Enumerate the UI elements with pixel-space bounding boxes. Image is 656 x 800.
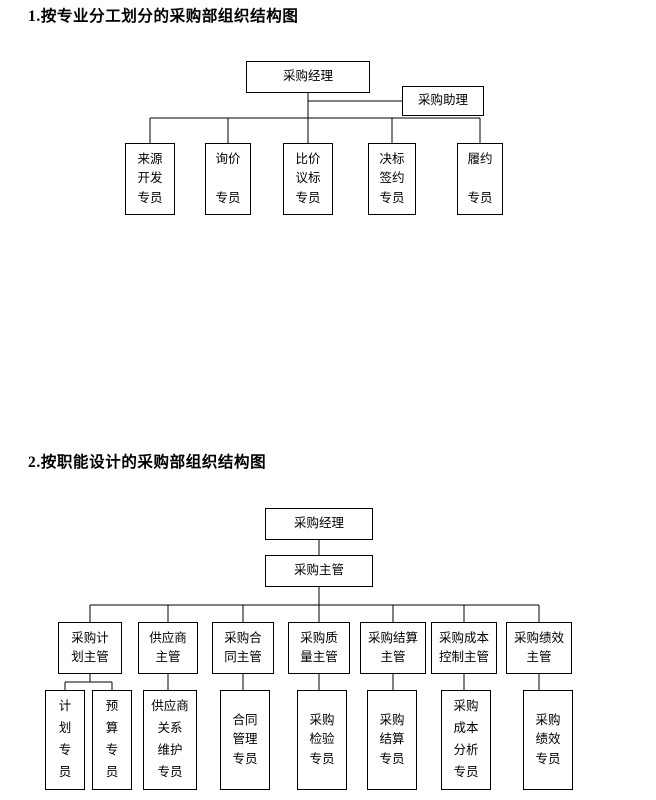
org-node-label-line: 采购成本 (438, 630, 489, 645)
org-node-c2-n6[interactable]: 采购质量主管 (288, 622, 350, 674)
org-node-label-line: 成本 (453, 721, 479, 736)
org-node-label-line: 专员 (379, 190, 405, 205)
org-node-c2-n3[interactable]: 采购计划主管 (58, 622, 122, 674)
org-node-label-line: 采购 (309, 712, 335, 727)
org-node-label-line: 采购绩效 (513, 630, 564, 645)
org-node-label-line: 结算 (379, 732, 405, 747)
org-node-c1-n1[interactable]: 采购经理 (246, 61, 370, 93)
org-node-label-line: 专员 (467, 190, 493, 205)
org-node-label-line: 采购经理 (282, 69, 333, 84)
org-node-c1-n3[interactable]: 来源开发专员 (125, 143, 175, 215)
org-node-label-line: 专 (105, 743, 119, 757)
org-node-label-line: 采购助理 (417, 93, 468, 108)
org-node-label-line: 采购 (453, 699, 479, 714)
org-node-label-line: 专员 (215, 190, 241, 205)
org-node-label-line: 员 (58, 764, 72, 779)
org-node-label-line: 采购计 (71, 630, 109, 645)
org-node-label-line: 主管 (526, 650, 552, 664)
org-node-c2-n16[interactable]: 采购成本分析专员 (441, 690, 491, 790)
org-node-label-line: 划 (58, 721, 72, 736)
org-node-label-line (226, 169, 229, 188)
org-node-label-line: 控制主管 (438, 650, 489, 664)
org-node-label-line: 专员 (295, 190, 321, 205)
org-node-label-line: 开发 (137, 171, 163, 186)
org-node-label-line: 签约 (379, 171, 405, 186)
org-node-label-line: 划主管 (71, 650, 109, 664)
org-node-label-line: 专员 (453, 764, 479, 779)
org-node-c2-n1[interactable]: 采购经理 (265, 508, 373, 540)
org-node-label-line: 决标 (379, 151, 405, 166)
org-node-label-line: 检验 (309, 732, 335, 747)
org-node-label-line: 计 (58, 699, 72, 714)
org-node-c2-n10[interactable]: 计划专员 (45, 690, 85, 790)
org-node-c2-n11[interactable]: 预算专员 (92, 690, 132, 790)
org-node-label-line: 采购经理 (293, 516, 344, 531)
org-node-label-line: 采购结算 (367, 630, 418, 645)
org-node-label-line: 供应商 (151, 699, 189, 714)
org-node-label-line: 专员 (309, 751, 335, 766)
org-node-label-line: 量主管 (300, 650, 338, 664)
org-node-label-line: 专员 (535, 751, 561, 766)
org-node-label-line: 同主管 (224, 650, 262, 664)
org-node-c1-n7[interactable]: 履约 专员 (457, 143, 503, 215)
org-node-c2-n9[interactable]: 采购绩效主管 (506, 622, 572, 674)
org-node-label-line: 采购质 (300, 630, 338, 645)
org-node-c1-n2[interactable]: 采购助理 (402, 86, 484, 116)
org-node-c2-n17[interactable]: 采购绩效专员 (523, 690, 573, 790)
org-node-label-line: 履约 (467, 151, 493, 166)
org-node-label-line: 专 (58, 743, 72, 757)
org-node-label-line: 预 (105, 699, 119, 714)
org-node-label-line: 询价 (215, 151, 241, 166)
page-title-chart-2: 2.按职能设计的采购部组织结构图 (28, 454, 267, 471)
org-node-label-line (478, 169, 481, 188)
org-node-label-line: 主管 (380, 650, 406, 664)
org-node-label-line: 专员 (232, 751, 258, 766)
org-node-label-line: 合同 (232, 712, 258, 727)
org-node-label-line: 来源 (137, 151, 163, 166)
org-node-label-line: 管理 (232, 732, 258, 747)
org-node-label-line: 采购合 (224, 630, 262, 645)
org-node-label-line: 绩效 (535, 732, 561, 747)
org-node-label-line: 专员 (157, 764, 183, 779)
org-node-c2-n12[interactable]: 供应商关系维护专员 (143, 690, 197, 790)
org-node-c1-n4[interactable]: 询价 专员 (205, 143, 251, 215)
org-node-label-line: 算 (105, 721, 119, 736)
org-node-c1-n5[interactable]: 比价议标专员 (283, 143, 333, 215)
org-node-c2-n14[interactable]: 采购检验专员 (297, 690, 347, 790)
org-node-label-line: 比价 (295, 151, 321, 166)
org-node-label-line: 员 (105, 764, 119, 779)
org-node-label-line: 关系 (157, 721, 183, 736)
org-node-c2-n15[interactable]: 采购结算专员 (367, 690, 417, 790)
org-node-label-line: 供应商 (149, 630, 187, 645)
org-node-c1-n6[interactable]: 决标签约专员 (368, 143, 416, 215)
org-node-label-line: 专员 (379, 751, 405, 766)
org-node-label-line: 采购 (379, 712, 405, 727)
org-node-label-line: 主管 (155, 650, 181, 664)
org-node-c2-n4[interactable]: 供应商主管 (138, 622, 198, 674)
org-node-label-line: 采购主管 (293, 563, 344, 578)
page-title-chart-1: 1.按专业分工划分的采购部组织结构图 (28, 8, 299, 25)
org-node-c2-n5[interactable]: 采购合同主管 (212, 622, 274, 674)
org-node-label-line: 专员 (137, 190, 163, 205)
org-node-c2-n13[interactable]: 合同管理专员 (220, 690, 270, 790)
org-node-c2-n8[interactable]: 采购成本控制主管 (431, 622, 497, 674)
org-node-label-line: 维护 (157, 743, 183, 757)
org-node-c2-n2[interactable]: 采购主管 (265, 555, 373, 587)
org-node-label-line: 采购 (535, 712, 561, 727)
org-node-label-line: 分析 (453, 743, 479, 757)
org-node-label-line: 议标 (295, 171, 321, 186)
org-node-c2-n7[interactable]: 采购结算主管 (360, 622, 426, 674)
